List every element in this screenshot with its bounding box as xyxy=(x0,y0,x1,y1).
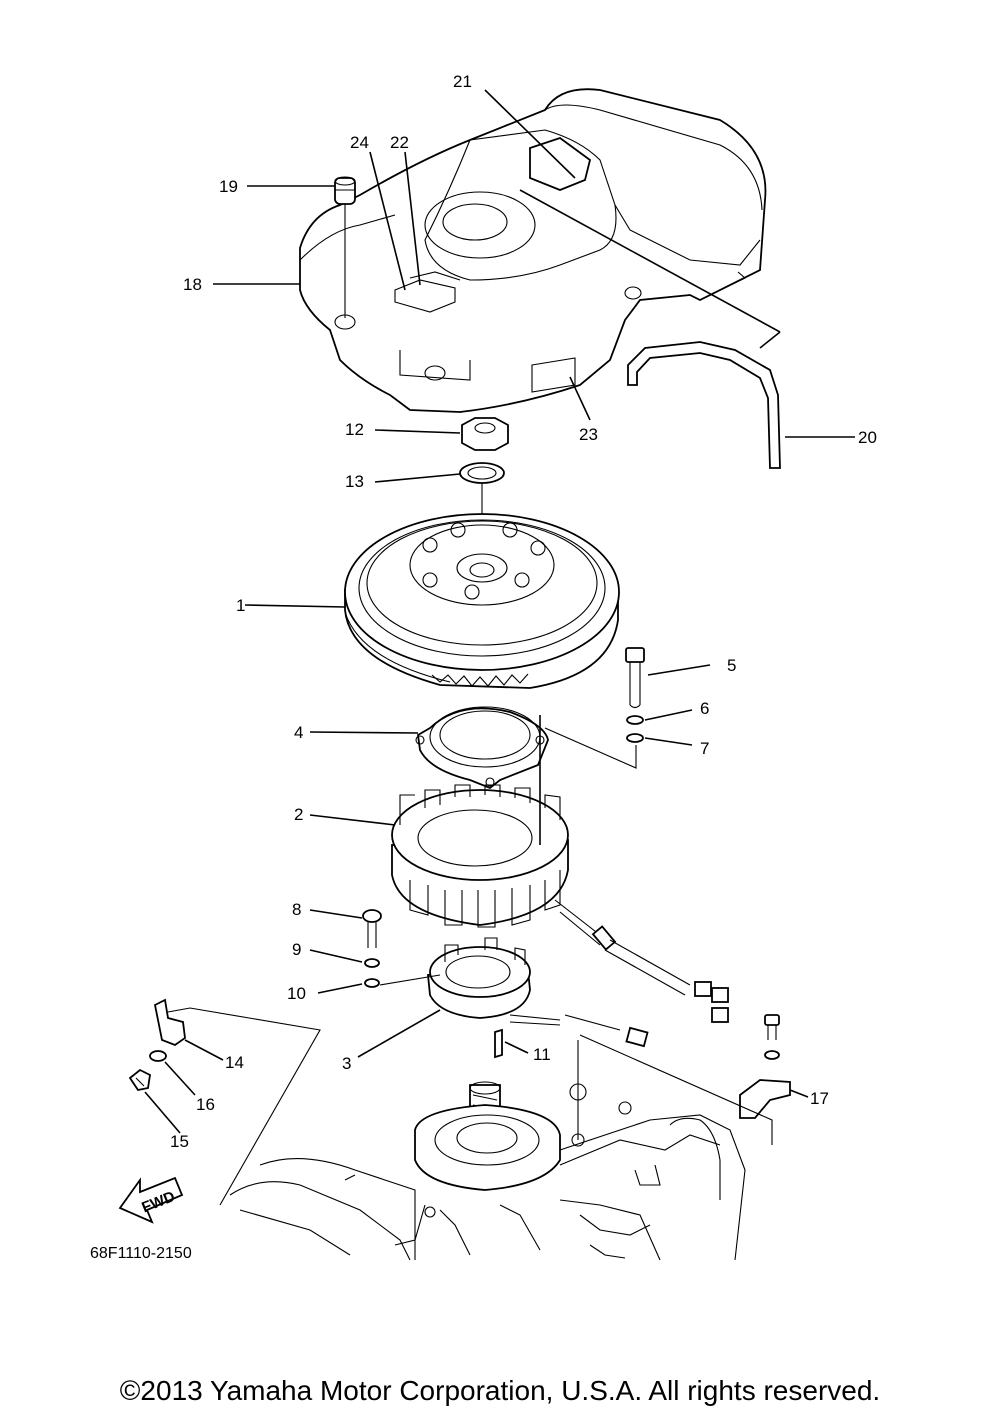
stator-coil-part xyxy=(391,784,729,1023)
callout-13: 13 xyxy=(345,472,364,491)
callout-labels: 1 2 3 4 5 6 7 8 9 10 11 12 13 14 15 16 1… xyxy=(170,72,877,1151)
callout-12: 12 xyxy=(345,420,364,439)
seal-strip-part xyxy=(627,341,781,469)
pulser-coil-part xyxy=(427,937,649,1048)
callout-5: 5 xyxy=(727,656,736,675)
callout-21: 21 xyxy=(453,72,472,91)
callout-2: 2 xyxy=(294,805,303,824)
screw-part xyxy=(362,909,441,988)
callout-6: 6 xyxy=(700,699,709,718)
bolt-part xyxy=(544,647,645,769)
nut-part xyxy=(461,417,509,451)
forward-direction-arrow: FWD xyxy=(118,1176,184,1224)
callout-11: 11 xyxy=(533,1045,551,1064)
callout-16: 16 xyxy=(196,1095,215,1114)
flywheel-cover-drawing xyxy=(299,88,767,413)
copyright-notice: ©2013 Yamaha Motor Corporation, U.S.A. A… xyxy=(119,1375,881,1406)
callout-23: 23 xyxy=(579,425,598,444)
leader-lines xyxy=(144,89,855,1134)
callout-8: 8 xyxy=(292,900,301,919)
callout-18: 18 xyxy=(183,275,202,294)
callout-1: 1 xyxy=(236,596,245,615)
bracket-part xyxy=(128,998,321,1206)
callout-20: 20 xyxy=(858,428,877,447)
callout-24: 24 xyxy=(350,133,369,152)
engine-block-drawing xyxy=(229,1040,746,1261)
callout-19: 19 xyxy=(219,177,238,196)
callout-17: 17 xyxy=(810,1089,829,1108)
clamp-part xyxy=(579,1014,791,1145)
callout-15: 15 xyxy=(170,1132,189,1151)
callout-22: 22 xyxy=(390,133,409,152)
grommet-part xyxy=(334,176,356,318)
callout-3: 3 xyxy=(342,1054,351,1073)
callout-9: 9 xyxy=(292,940,301,959)
callout-14: 14 xyxy=(225,1053,244,1072)
flywheel-part xyxy=(344,513,620,689)
callout-10: 10 xyxy=(287,984,306,1003)
diagram-code: 68F1110-2150 xyxy=(90,1245,192,1262)
callout-7: 7 xyxy=(700,739,709,758)
stator-base-plate xyxy=(415,706,549,790)
callout-4: 4 xyxy=(294,723,303,742)
woodruff-key-part xyxy=(494,1028,503,1059)
